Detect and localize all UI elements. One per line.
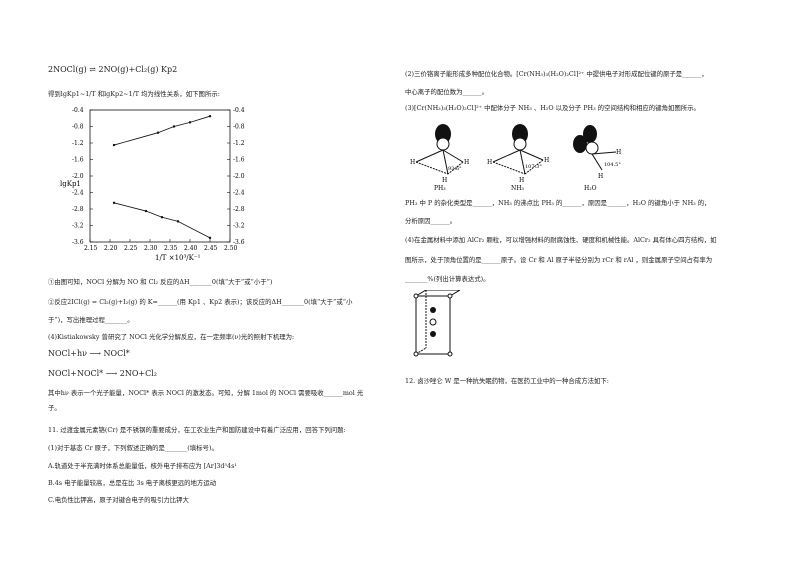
y-tick-label-right: -1.2	[233, 140, 245, 147]
intro-text: 得到lgKp1~1/T 和lgKp2~1/T 均为线性关系，如下图所示:	[48, 90, 220, 98]
h-label: H	[544, 157, 549, 164]
series-point-1	[112, 201, 116, 205]
y-tick-label: -2.8	[72, 206, 84, 213]
x-tick-label: 2.35	[164, 245, 178, 252]
x-tick-label: 2.30	[144, 245, 158, 252]
r-text-8: _______%(列出计算表达式)。	[405, 275, 490, 283]
series-point-0	[188, 121, 192, 124]
option-c: C.电负性比钾高，原子对键合电子的吸引力比钾大	[48, 496, 189, 504]
r-text-4: PH₃ 中 P 的杂化类型是______，NH₃ 的沸点比 PH₃ 的_____…	[405, 199, 711, 207]
angle-label: 93.6°	[448, 166, 462, 172]
y-tick-label: -3.6	[72, 239, 84, 246]
r-text-1: (2)三价铬离子能形成多种配位化合物。[Cr(NH₃)₃(H₂O)₂Cl]²⁺ …	[405, 70, 708, 78]
y-tick-label: -0.8	[72, 124, 84, 131]
angle-label: 104.5°	[604, 162, 621, 168]
q4-text-b: 其中hν 表示一个光子能量，NOCl* 表示 NOCl 的激发态。可知，分解 1…	[48, 389, 364, 397]
q2-text-a: ②反应2ICl(g) = Cl₂(g)+I₂(g) 的 K=______(用 K…	[48, 298, 353, 306]
option-a: A.轨道处于半充满时体系总能量低，核外电子排布应为 [Ar]3d⁵4s¹	[48, 462, 237, 470]
h-label: H	[442, 177, 447, 184]
series-point-1	[144, 209, 148, 213]
molecule-h2o: H H 104.5° H₂O	[573, 125, 621, 192]
ylabel-left: lgKp1	[60, 180, 81, 188]
series-point-0	[156, 131, 160, 134]
series-point-1	[176, 220, 180, 223]
y-tick-label-right: -0.4	[233, 107, 245, 114]
r-text-5: 分析原因______。	[405, 217, 457, 225]
problem-11: 11. 过渡金属元素铬(Cr) 是不锈钢的重要成分，在工农业生产和国防建设中有着…	[48, 426, 346, 434]
series-line-0	[113, 115, 211, 146]
y-tick-label-right: -2.4	[233, 190, 245, 197]
y-tick-label-right: -0.8	[233, 124, 245, 131]
h-label: H	[464, 159, 469, 166]
molecule-label: NH₃	[511, 185, 524, 192]
series-point-0	[172, 125, 176, 128]
series-point-1	[160, 216, 164, 219]
x-tick-label: 2.45	[204, 245, 218, 252]
problem-11-a: (1)对于基态 Cr 原子，下列叙述正确的是_______(填标号)。	[48, 444, 218, 452]
y-tick-label-right: -2.0	[233, 173, 245, 180]
y-tick-label-right: -2.8	[233, 206, 245, 213]
y-tick-label: -0.4	[72, 107, 84, 114]
y-tick-label: -1.6	[72, 157, 84, 164]
y-tick-label: -2.0	[72, 173, 84, 180]
q4-text: (4)Kistiakowsky 曾研究了 NOCl 光化学分解反应，在一定频率(…	[48, 333, 295, 341]
h-label: H	[519, 177, 524, 184]
crystal-structure	[413, 290, 460, 357]
r-text-7: 图所示，处于顶角位置的是______原子。设 Cr 和 Al 原子半径分别为 r…	[405, 256, 713, 264]
x-tick-label: 2.25	[124, 245, 138, 252]
molecule-label: H₂O	[584, 185, 597, 192]
molecule-label: PH₃	[434, 185, 446, 192]
y-tick-label: -1.2	[72, 140, 84, 147]
angle-label: 107.3°	[525, 164, 542, 170]
series-point-1	[208, 236, 212, 240]
y-tick-label-right: -1.6	[233, 157, 245, 164]
r-text-6: (4)在金属材料中添加 AlCr₂ 颗粒，可以增强材料的耐腐蚀性、硬度和机械性能…	[405, 236, 717, 244]
h-label: H	[598, 173, 603, 180]
h-label: H	[487, 159, 492, 166]
mechanism-1: NOCl+hν ⟶ NOCl*	[48, 349, 130, 358]
problem-12: 12. 卤沙唑仑 W 是一种抗失眠药物，在医药工业中的一种合成方法如下:	[405, 377, 609, 385]
lgk-chart: 2.15 2.20 2.25 2.30 2.35 2.40 2.45 2.50 -0.4 -0.4…	[60, 107, 245, 262]
q1-text: ①由图可知，NOCl 分解为 NO 和 Cl₂ 反应的ΔH_______0(填“…	[48, 278, 273, 286]
r-text-2: 中心离子的配位数为______。	[405, 88, 489, 96]
y-tick-label: -2.4	[72, 190, 84, 197]
y-tick-label: -3.2	[72, 223, 84, 230]
x-tick-label: 2.15	[84, 245, 98, 252]
q2-text-b: 于”)，写出推理过程_______。	[48, 316, 134, 324]
molecule-nh3: H H H 107.3° NH₃	[487, 124, 549, 192]
mechanism-2: NOCl+NOCl* ⟶ 2NO+Cl₂	[48, 369, 157, 378]
series-point-0	[208, 114, 212, 118]
x-tick-label: 2.40	[184, 245, 198, 252]
h-label: H	[410, 159, 415, 166]
equation-main: 2NOCl(g) ⇌ 2NO(g)+Cl₂(g) Kp2	[48, 65, 178, 74]
series-line-1	[113, 202, 211, 239]
y-tick-label-right: -3.6	[233, 239, 245, 246]
h-label: H	[616, 149, 621, 156]
plot-frame	[89, 109, 231, 243]
x-tick-label: 2.20	[104, 245, 118, 252]
y-tick-label-right: -3.2	[233, 223, 245, 230]
series-point-0	[112, 143, 116, 147]
xlabel: 1/T ×10³/K⁻¹	[155, 254, 201, 262]
molecule-ph3: H H H 93.6° PH₃	[410, 124, 469, 192]
option-b: B.4s 电子能量较高，总是在比 3s 电子离核更远的地方运动	[48, 479, 217, 487]
r-text-3: (3)[Cr(NH₃)₃(H₂O)₂Cl]²⁺ 中配体分子 NH₃ 、H₂O 以…	[405, 104, 700, 112]
x-tick-label: 2.50	[224, 245, 238, 252]
q4-text-c: 子。	[48, 404, 61, 412]
